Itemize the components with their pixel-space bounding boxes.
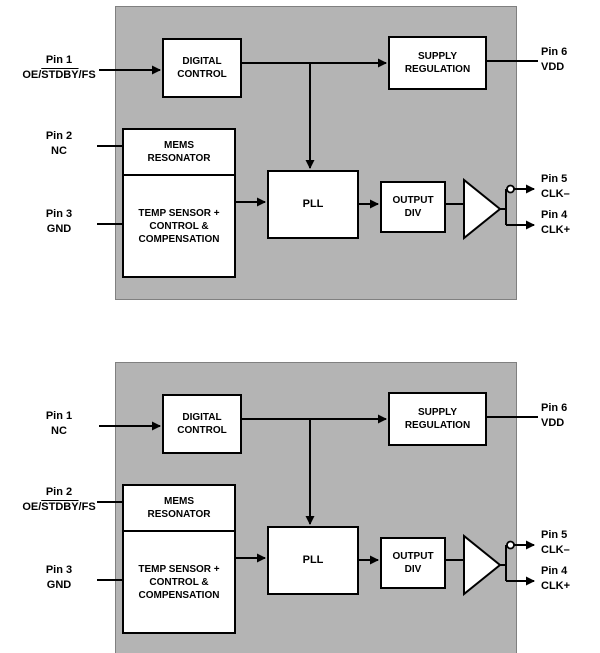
block-label: COMPENSATION (138, 233, 220, 245)
block-label: SUPPLY (417, 407, 458, 418)
pin-signal: CLK+ (541, 223, 571, 236)
block-label: TEMP SENSOR + (138, 207, 220, 219)
pin-signal: OE/STDBY/FS (14, 68, 104, 83)
mems-block: MEMS RESONATOR TEMP SENSOR + CONTROL & C… (122, 484, 236, 634)
pin-signal-part: OE/ (22, 68, 42, 81)
pin-signal: CLK– (541, 543, 570, 556)
temp-sensor-section: TEMP SENSOR + CONTROL & COMPENSATION (124, 532, 234, 632)
mems-resonator-section: MEMS RESONATOR (124, 486, 234, 532)
pin-number: Pin 6 (541, 46, 568, 58)
pin1-label: Pin 1 OE/STDBY/FS (14, 53, 104, 83)
pin-number: Pin 3 (45, 564, 73, 576)
pin6-label: Pin 6 VDD (541, 401, 599, 431)
block-label: CONTROL & (149, 220, 209, 232)
pin-signal: GND (46, 222, 72, 235)
pin-signal: NC (51, 144, 67, 157)
output-div-block: OUTPUT DIV (380, 181, 446, 233)
mems-block: MEMS RESONATOR TEMP SENSOR + CONTROL & C… (122, 128, 236, 278)
pin-signal-part: /FS (78, 68, 96, 81)
block-label: SUPPLY (417, 51, 458, 62)
pin1-label: Pin 1 NC (14, 409, 104, 439)
pin2-label: Pin 2 OE/STDBY/FS (14, 485, 104, 515)
output-div-block: OUTPUT DIV (380, 537, 446, 589)
output-driver-triangle (463, 533, 502, 597)
pll-block: PLL (267, 170, 359, 239)
block-diagram-1: DIGITAL CONTROL SUPPLY REGULATION MEMS R… (0, 0, 600, 312)
block-label: OUTPUT (392, 195, 434, 206)
pin-signal-part: OE/ (22, 500, 42, 513)
pin-signal: GND (46, 578, 72, 591)
block-label: DIGITAL (182, 56, 222, 67)
pin-number: Pin 5 (541, 173, 568, 185)
pin4-label: Pin 4 CLK+ (541, 564, 599, 594)
block-label: OUTPUT (392, 551, 434, 562)
inverter-bubble-icon (506, 540, 515, 550)
block-label: REGULATION (404, 64, 471, 75)
supply-regulation-block: SUPPLY REGULATION (388, 392, 487, 446)
block-label: COMPENSATION (138, 589, 220, 601)
block-label: CONTROL & (149, 576, 209, 588)
pin-number: Pin 1 (45, 54, 73, 66)
pin-signal-part-overline: STDBY (41, 500, 79, 513)
block-label: RESONATOR (147, 153, 211, 164)
block-diagram-2: DIGITAL CONTROL SUPPLY REGULATION MEMS R… (0, 356, 600, 653)
block-label: REGULATION (404, 420, 471, 431)
pin5-label: Pin 5 CLK– (541, 172, 599, 202)
pin3-label: Pin 3 GND (14, 207, 104, 237)
wires-layer (97, 414, 538, 597)
pin-signal: OE/STDBY/FS (14, 500, 104, 515)
pin2-label: Pin 2 NC (14, 129, 104, 159)
block-label: MEMS (164, 496, 194, 507)
block-label: DIGITAL (182, 412, 222, 423)
pin-signal-part: /FS (78, 500, 96, 513)
pin-signal-part-overline: STDBY (41, 68, 79, 81)
block-label: CONTROL (177, 69, 227, 80)
pin6-label: Pin 6 VDD (541, 45, 599, 75)
block-label: RESONATOR (147, 509, 211, 520)
pin-number: Pin 4 (541, 209, 568, 221)
block-label: DIV (404, 564, 422, 575)
supply-regulation-block: SUPPLY REGULATION (388, 36, 487, 90)
mems-resonator-section: MEMS RESONATOR (124, 130, 234, 176)
block-label: PLL (302, 554, 324, 567)
block-label: TEMP SENSOR + (138, 563, 220, 575)
block-label: MEMS (164, 140, 194, 151)
output-driver-triangle (463, 177, 502, 241)
pin-number: Pin 2 (45, 130, 73, 142)
pin3-label: Pin 3 GND (14, 563, 104, 593)
temp-sensor-section: TEMP SENSOR + CONTROL & COMPENSATION (124, 176, 234, 276)
pin-number: Pin 6 (541, 402, 568, 414)
pin-signal: VDD (541, 60, 565, 73)
block-label: PLL (302, 198, 324, 211)
block-label: DIV (404, 208, 422, 219)
digital-control-block: DIGITAL CONTROL (162, 394, 242, 454)
pin4-label: Pin 4 CLK+ (541, 208, 599, 238)
pin-number: Pin 1 (45, 410, 73, 422)
inverter-bubble-icon (506, 184, 515, 194)
pin-number: Pin 4 (541, 565, 568, 577)
wires-layer (97, 58, 538, 241)
pin-number: Pin 5 (541, 529, 568, 541)
pin-signal: CLK+ (541, 579, 571, 592)
pin-signal: CLK– (541, 187, 570, 200)
pll-block: PLL (267, 526, 359, 595)
pin-number: Pin 2 (45, 486, 73, 498)
block-label: CONTROL (177, 425, 227, 436)
pin5-label: Pin 5 CLK– (541, 528, 599, 558)
pin-number: Pin 3 (45, 208, 73, 220)
pin-signal: NC (51, 424, 67, 437)
digital-control-block: DIGITAL CONTROL (162, 38, 242, 98)
pin-signal: VDD (541, 416, 565, 429)
